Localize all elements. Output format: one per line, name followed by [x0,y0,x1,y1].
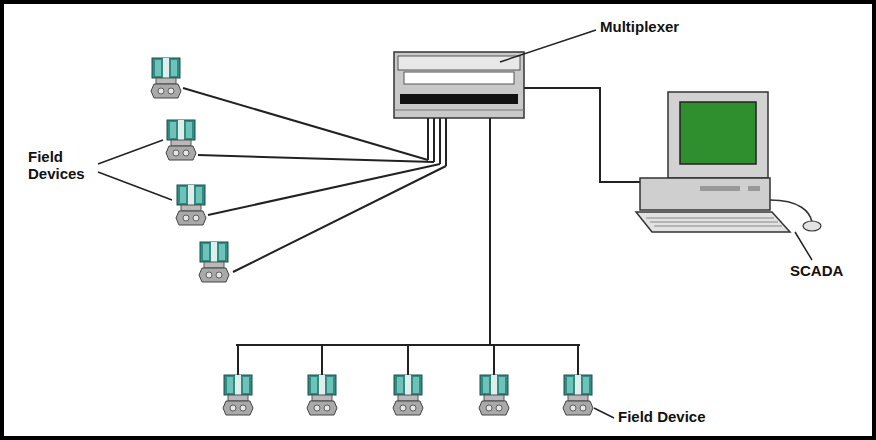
part-label: Field Device [618,408,706,425]
leader-lines [98,30,812,418]
wires [183,88,640,375]
part-label: Multiplexer [600,18,679,35]
scada-computer [636,92,821,232]
part-label: SCADA [790,262,843,279]
part-label: Field Devices [28,148,94,183]
multiplexer-unit [394,52,524,118]
field-devices [151,58,593,415]
